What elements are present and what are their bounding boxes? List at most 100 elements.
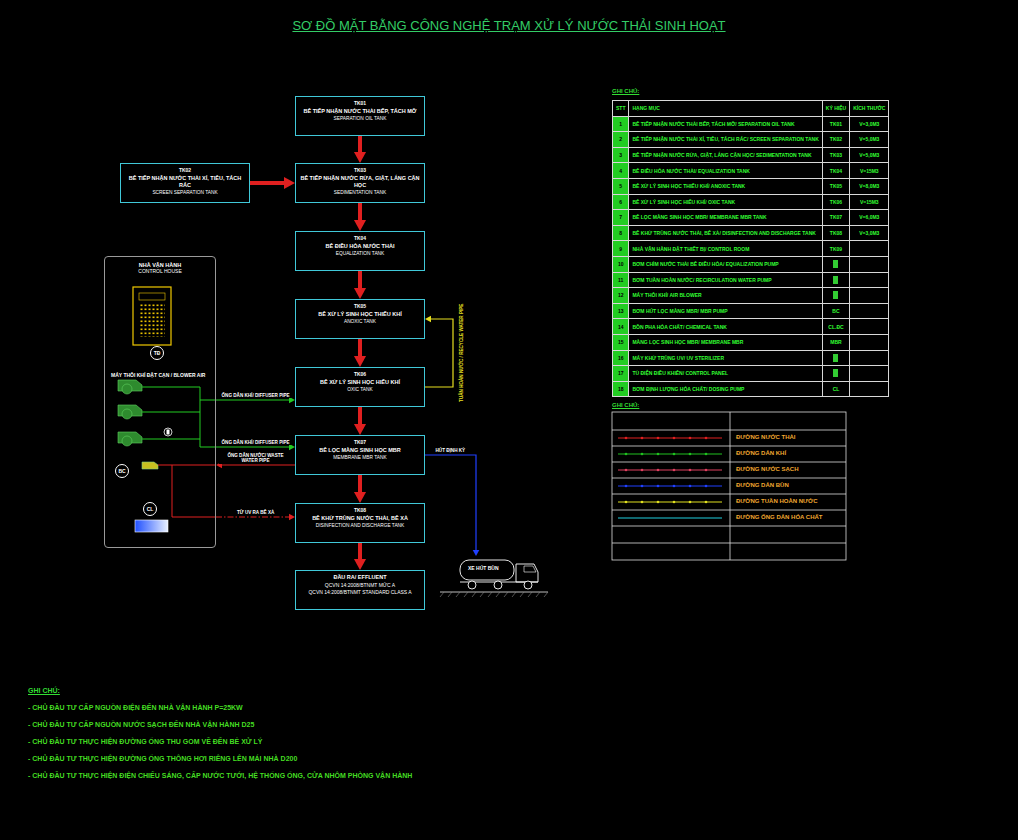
table-cell: KÍCH THƯỚC — [850, 101, 889, 117]
table-cell: V=3,0M3 — [850, 116, 889, 132]
legend-sample — [616, 430, 726, 446]
table-text: 2 — [616, 136, 625, 142]
connector — [354, 271, 366, 299]
table-text: 8 — [616, 230, 625, 236]
table-text: 18 — [616, 386, 625, 392]
table-text: 17 — [616, 370, 625, 376]
air-blowers — [118, 380, 142, 446]
table-text: BỂ XỬ LÝ SINH HỌC HIẾU KHÍ/ OXIC TANK — [632, 199, 818, 205]
callout-circle: TĐ — [150, 346, 164, 360]
table-text: TK06 — [826, 199, 846, 205]
table-cell — [850, 288, 889, 304]
table-cell: BỂ LỌC MÀNG SINH HỌC MBR/ MEMBRANE MBR T… — [629, 210, 822, 226]
table-text: KÝ HIỆU — [826, 105, 846, 111]
table-text: NHÀ VẬN HÀNH ĐẶT THIẾT BỊ/ CONTROL ROOM — [632, 246, 818, 252]
table-cell: 12 — [613, 288, 629, 304]
table-cell: 18 — [613, 381, 629, 397]
legend-text: ĐƯỜNG ỐNG DẪN HÓA CHẤT — [736, 514, 823, 520]
pipe-label: HÚT ĐỊNH KỲ — [435, 448, 467, 454]
table-text: V=15M3 — [853, 168, 885, 174]
table-cell: TK06 — [822, 194, 849, 210]
table-text: BỂ TIẾP NHẬN NƯỚC THẢI XÍ, TIỂU, TÁCH RÁ… — [632, 136, 818, 142]
table-text: 13 — [616, 308, 625, 314]
table-cell: BC — [822, 303, 849, 319]
tank-box: TK02BỂ TIẾP NHẬN NƯỚC THẢI XÍ, TIỂU, TÁC… — [120, 163, 250, 203]
table-cell: 10 — [613, 256, 629, 272]
table-cell: TK03 — [822, 147, 849, 163]
table-cell: KÝ HIỆU — [822, 101, 849, 117]
table-text: BỂ ĐIỀU HÒA NƯỚC THẢI/ EQUALIZATION TANK — [632, 168, 818, 174]
pipe-label: ỐNG DẪN NƯỚC/ WASTE WATER PIPE — [219, 453, 292, 464]
blower-label: MÁY THỔI KHÍ ĐẶT CẠN / BLOWER AIR — [111, 372, 205, 378]
table-cell: 15 — [613, 334, 629, 350]
table-text: V=6,0M3 — [853, 214, 885, 220]
table-cell: MÀNG LỌC SINH HỌC MBR/ MEMBRANE MBR — [629, 334, 822, 350]
table-text: 11 — [616, 277, 625, 283]
tank-box: TK01 BỂ TIẾP NHẬN NƯỚC THẢI BẾP, TÁCH MỠS… — [295, 96, 425, 136]
table-text: 14 — [616, 324, 625, 330]
table-cell — [850, 334, 889, 350]
legend-sample — [616, 478, 726, 494]
table-text: V=3,0M3 — [853, 121, 885, 127]
node-text: ĐẦU RA/ EFFLUENT — [299, 574, 421, 580]
table-text: BƠM HÚT LỌC MÀNG MBR/ MBR PUMP — [632, 308, 818, 314]
node-text: TK05 — [299, 303, 421, 309]
node-text: QCVN 14:2008/BTNMT STANDARD CLASS A — [299, 589, 421, 596]
table-cell: 4 — [613, 163, 629, 179]
connector — [354, 339, 366, 367]
table-cell: 3 — [613, 147, 629, 163]
air-pipes — [142, 387, 216, 447]
node-text: CONTROL HOUSE — [105, 268, 215, 274]
connector — [425, 316, 453, 387]
node-text: BỂ TIẾP NHẬN NƯỚC THẢI BẾP, TÁCH MỠ — [299, 108, 421, 115]
table-text: HẠNG MỤC — [632, 105, 818, 111]
table-cell: TỦ ĐIỆN ĐIỀU KHIỂN/ CONTROL PANEL — [629, 366, 822, 382]
panel-terminals — [139, 303, 165, 337]
pipe-label: ỐNG DẪN KHÍ/ DIFFUSER PIPE — [221, 393, 291, 399]
table-cell: V=6,0M3 — [850, 210, 889, 226]
table-cell: BỂ TIẾP NHẬN NƯỚC THẢI XÍ, TIỂU, TÁCH RÁ… — [629, 132, 822, 148]
note-line: - CHỦ ĐẦU TƯ CẤP NGUỒN NƯỚC SẠCH ĐẾN NHÀ… — [28, 721, 254, 728]
table-cell: 7 — [613, 210, 629, 226]
table-cell — [850, 272, 889, 288]
note-line: - CHỦ ĐẦU TƯ THỰC HIỆN ĐƯỜNG ỐNG THU GOM… — [28, 738, 263, 745]
uv-lamp — [135, 520, 168, 532]
table-text: BƠM TUẦN HOÀN NƯỚC/ RECIRCULATION WATER … — [632, 277, 818, 283]
table-cell: BỒN PHA HÓA CHẤT/ CHEMICAL TANK — [629, 319, 822, 335]
table-text: 16 — [616, 355, 625, 361]
node-text: SEPARATION OIL TANK — [299, 116, 421, 121]
node-text: TK04 — [299, 235, 421, 241]
table-cell — [850, 303, 889, 319]
table-cell: BƠM ĐỊNH LƯỢNG HÓA CHẤT/ DOSING PUMP — [629, 381, 822, 397]
table-cell: 2 — [613, 132, 629, 148]
table-cell — [822, 272, 849, 288]
table-cell — [850, 381, 889, 397]
table-text: V=15M3 — [853, 199, 885, 205]
table-text: BƠM CHÌM NƯỚC THẢI BỂ ĐIỀU HÒA/ EQUALIZA… — [632, 261, 818, 267]
table-text: 12 — [616, 292, 625, 298]
note-line: - CHỦ ĐẦU TƯ CẤP NGUỒN ĐIỆN ĐẾN NHÀ VẬN … — [28, 704, 243, 711]
table-cell: BỂ TIẾP NHẬN NƯỚC RỬA, GIẶT, LẮNG CẶN HỌ… — [629, 147, 822, 163]
connector — [354, 543, 366, 570]
table-text: V=5,0M3 — [853, 152, 885, 158]
control-panel — [133, 287, 171, 345]
table-text: TK05 — [826, 183, 846, 189]
table-cell: TK02 — [822, 132, 849, 148]
table-text: MÁY THỔI KHÍ/ AIR BLOWER — [632, 292, 818, 298]
table-cell: BỂ ĐIỀU HÒA NƯỚC THẢI/ EQUALIZATION TANK — [629, 163, 822, 179]
note-line: - CHỦ ĐẦU TƯ THỰC HIỆN ĐIỆN CHIẾU SÁNG, … — [28, 772, 412, 779]
connector — [354, 407, 366, 435]
table-text: BỂ LỌC MÀNG SINH HỌC MBR/ MEMBRANE MBR T… — [632, 214, 818, 220]
callout-circle: CL — [143, 502, 157, 516]
node-text: MEMBRANE MBR TANK — [299, 455, 421, 460]
table-cell: BỂ KHỬ TRÙNG NƯỚC THẢI, BỂ XẢ/ DISINFECT… — [629, 225, 822, 241]
symbol-mark — [833, 291, 838, 299]
table-cell: V=8,0M3 — [850, 178, 889, 194]
legend-sample — [616, 510, 726, 526]
table-cell: BƠM TUẦN HOÀN NƯỚC/ RECIRCULATION WATER … — [629, 272, 822, 288]
table-cell: V=15M3 — [850, 194, 889, 210]
table-cell — [822, 256, 849, 272]
connector — [425, 455, 479, 556]
table-text: CL — [826, 386, 846, 392]
node-text: TK01 — [299, 100, 421, 106]
